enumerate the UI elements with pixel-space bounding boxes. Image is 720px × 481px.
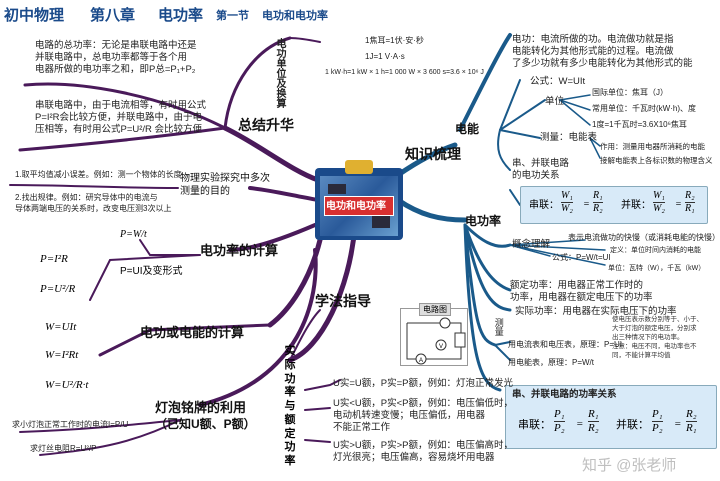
formula-p-u2r: P=U²/R [40,283,76,295]
concept-item-3: 公式：P=W/t=UI [552,253,611,262]
branch-unit-conversion: 电功单位及换算 [274,38,285,108]
meter-marks: 接解电能表上各标识数的物理含义 [600,156,713,165]
total-power-3: 电器所做的电功率之和，即P总=P₁+P₂ [35,64,196,75]
unit-common: 常用单位：千瓦时(kW·h)、度 [592,104,696,113]
branch-power: 电功率 [465,214,502,228]
bulb-resistance: 求灯丝电阻R=U²/P [30,444,97,453]
circuit-board-image: 电功和电功率 [320,176,398,236]
unit-international: 国际单位：焦耳（J） [592,88,668,97]
energy-meter: 测量：电能表 [540,132,598,143]
branch-knowledge: 知识梳理 [405,146,461,162]
formula-p-ui: P=UI及变形式 [120,266,183,277]
header-chapter: 第八章 [90,7,136,24]
total-power-2: 并联电路中，总电功率都等于各个用 [35,52,188,63]
experiment-item-2: 2.找出规律。例如：研究导体中的电流与 [15,193,158,202]
unit-line-3: 1 kW·h=1 kW × 1 h=1 000 W × 3 600 s=3.6 … [325,69,484,76]
energy-relation-2: 的电功关系 [512,170,560,181]
branch-power-calc: 电功率的计算 [200,243,279,258]
watermark: 知乎 @张老师 [582,457,677,474]
unit-conversion: 1度=1千瓦时=3.6X10⁶焦耳 [592,120,687,129]
branch-bulb-label-2: （已知U额、P额） [155,417,256,431]
branch-experiment: 物理实验探究中多次测量的目的 [180,173,270,197]
case-higher-1: U实>U额，P实>P额，例如：电压偏高时， [333,440,513,451]
branch-energy: 电能 [455,122,480,136]
case-lower-3: 不能正常工作 [333,422,391,433]
meter-purpose: 作用：测量用电器所消耗的电能 [600,142,705,151]
case-equal: U实=U额，P实=P额，例如：灯泡正常发光 [333,378,513,389]
header-section: 第一节 [216,10,249,22]
concept-item-2: 定义：单位时间内消耗的电能 [610,247,701,254]
case-lower-1: U实<U额，P实<P额，例如：电压偏低时， [333,398,513,409]
header-section-title: 电功和电功率 [262,10,328,22]
measure-note-1: 使电压表示数分别等于、小于、 [612,316,703,323]
measure-label: 测量 [493,318,504,336]
experiment-item-3: 导体两端电压的关系时，改变电压测3次以上 [15,204,172,213]
branch-actual-vs-rated: 实际功 率与额 定功率 [284,345,296,467]
measure-method-1: 用电流表和电压表，原理：P=UI [508,340,623,349]
formula-p-i2r: P=I²R [40,253,68,265]
energy-relation-1: 串、并联电路 [512,158,570,169]
branch-summary: 总结升华 [238,117,294,133]
header-subject: 初中物理 [4,7,65,24]
case-lower-2: 电动机转速变慢；电压偏低，用电器 [333,410,486,421]
series-note-1: 串联电路中，由于电流相等，有时用公式 [35,100,207,111]
bulb-current: 求小灯泡正常工作时的电流I=P/U [12,420,129,429]
formula-w-uit: W=UIt [45,321,77,333]
formula-w-u2rt: W=U²/R·t [45,379,89,391]
header-topic: 电功率 [158,7,204,24]
actual-power: 实际功率：用电器在实际电压下的功率 [515,306,677,317]
energy-formula: 公式：W=UIt [530,76,586,87]
energy-def-3: 了多少功就有多少电能转化为其他形式的能 [512,58,693,69]
formula-w-i2rt: W=I²Rt [45,349,79,361]
svg-text:A: A [419,358,423,364]
total-power-1: 电路的总功率：无论是串联电路中还是 [35,40,197,51]
branch-work-calc: 电功或电能的计算 [140,325,245,340]
clipboard-clip [345,160,373,174]
series-note-2: P=I²R会比较方便，并联电路中，由于电 [35,112,203,123]
energy-unit: 单位 [545,96,565,107]
experiment-item-1: 1.取平均值减小误差。例如：测一个物体的长度 [15,170,182,179]
measure-note-4: 注意：电压不同，电功率也不 [612,343,697,350]
branch-bulb-label: 灯泡铭牌的利用 [155,400,247,415]
rated-power-2: 功率，用电器在额定电压下的功率 [510,292,653,303]
energy-def-2: 电能转化为其他形式能的过程。电流做 [512,46,674,57]
measure-note-3: 出三种情况下的电功率。 [612,334,684,341]
measure-note-5: 同，不能计算平均值 [612,352,671,359]
svg-text:V: V [439,344,443,350]
measure-note-2: 大于灯泡的额定电压，分别求 [612,325,697,332]
unit-line-2: 1J=1 V·A·s [365,52,405,61]
case-higher-2: 灯光很亮；电压偏高，容易烧坏用电器 [333,452,495,463]
center-clipboard: 电功和电功率 [315,160,403,240]
measure-method-2: 用电能表，原理：P=W/t [508,358,595,367]
formula-p-w-t: P=W/t [120,229,147,240]
unit-line-1: 1焦耳=1伏·安·秒 [365,36,424,45]
concept-understand: 概念理解 [512,239,551,250]
concept-item-1: 表示电流做功的快慢（或消耗电能的快慢） [568,233,720,242]
rated-power-1: 额定功率：用电器正常工作时的 [510,280,644,291]
center-title: 电功和电功率 [326,201,386,212]
circuit-lines: AV [406,317,466,365]
branch-study-method: 学法指导 [315,293,371,309]
concept-item-4: 单位：瓦特（W），千瓦（kW） [608,265,706,272]
energy-def-1: 电功：电流所做的功。电流做功就是指 [512,34,674,45]
series-note-3: 压相等，有时用公式P=U²/R 会比较方便 [35,124,203,135]
